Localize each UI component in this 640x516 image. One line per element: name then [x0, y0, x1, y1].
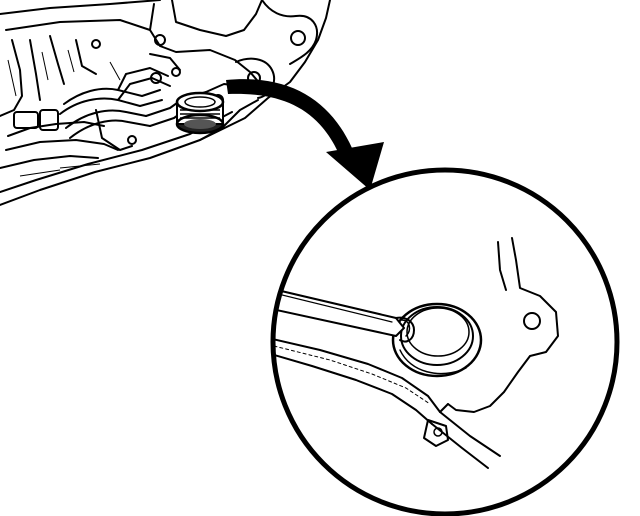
boss-feature — [423, 419, 449, 447]
bore-opening — [391, 302, 483, 378]
gasket-line — [273, 345, 431, 405]
seal-ring — [175, 91, 225, 135]
pick-tool — [273, 285, 415, 343]
callout-arrow — [226, 79, 384, 190]
valve-body-housing — [0, 0, 331, 206]
detail-circle-border — [270, 167, 620, 516]
bolt-hole — [523, 312, 541, 330]
magnified-detail — [270, 167, 620, 516]
detail-housing-edges — [273, 237, 559, 469]
housing-shading — [7, 49, 121, 177]
